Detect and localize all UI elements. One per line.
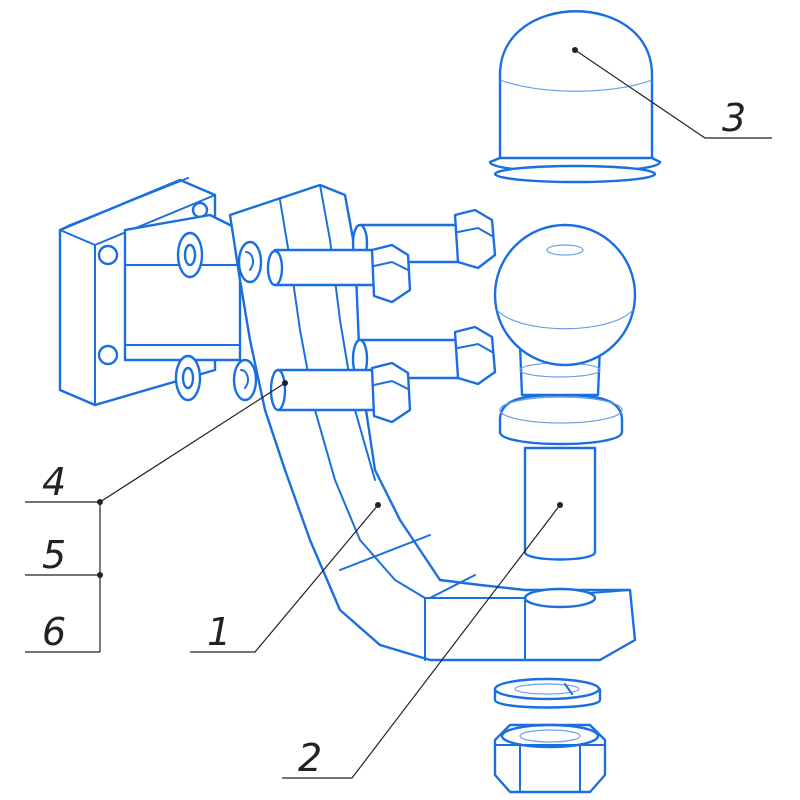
callout-label-6: 6 [42, 610, 66, 654]
callout-label-4: 4 [42, 460, 66, 504]
callout-label-1: 1 [207, 610, 231, 654]
nut-and-washer [493, 677, 607, 794]
callout-label-3: 3 [722, 96, 746, 140]
callout-leaders [25, 47, 772, 779]
callout-label-2: 2 [298, 736, 322, 780]
mounting-plate [58, 177, 242, 407]
washers [174, 231, 263, 402]
bolts [266, 208, 497, 424]
ball-cap [488, 10, 662, 184]
callout-label-5: 5 [42, 533, 66, 577]
tow-bar-arm [228, 183, 637, 662]
tow-ball [493, 223, 637, 561]
